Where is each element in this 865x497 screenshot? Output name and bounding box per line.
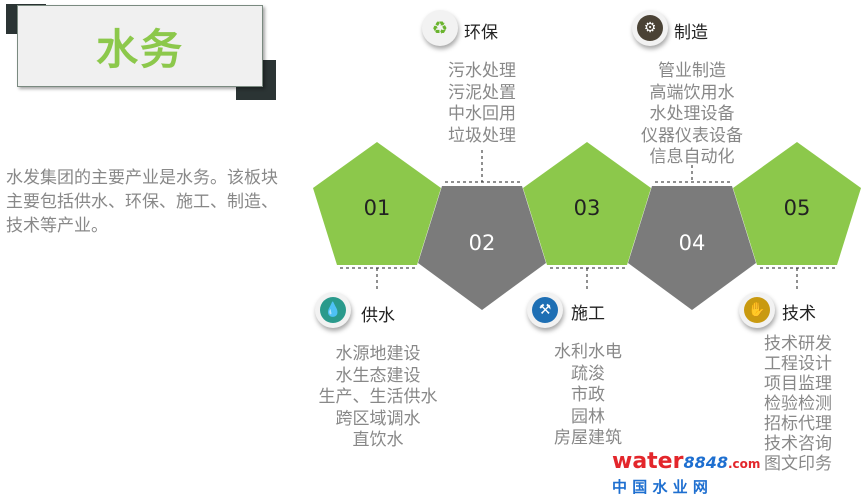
handshake-icon: ✋ bbox=[739, 292, 775, 328]
item-list-技术: 技术研发工程设计项目监理检验检测招标代理技术咨询图文印务 bbox=[728, 334, 865, 474]
pentagon-03 bbox=[523, 142, 651, 265]
item-list-供水: 水源地建设水生态建设生产、生活供水跨区域调水直饮水 bbox=[308, 344, 448, 452]
item-list-施工: 水利水电疏浚市政园林房屋建筑 bbox=[518, 342, 658, 450]
list-item: 房屋建筑 bbox=[554, 428, 622, 448]
watermark-brand: water bbox=[612, 449, 684, 474]
title-box: 水务 bbox=[17, 5, 263, 87]
pentagon-04 bbox=[628, 186, 756, 310]
list-item: 检验检测 bbox=[764, 394, 832, 414]
step-number: 03 bbox=[573, 196, 601, 220]
item-list-制造: 管业制造高端饮用水水处理设备仪器仪表设备信息自动化 bbox=[622, 61, 762, 169]
item-list-环保: 污水处理污泥处置中水回用垃圾处理 bbox=[412, 61, 552, 147]
step-number: 02 bbox=[468, 231, 496, 255]
category-label: 制造 bbox=[674, 23, 708, 43]
list-item: 工程设计 bbox=[764, 354, 832, 374]
list-item: 直饮水 bbox=[352, 430, 404, 450]
list-item: 水源地建设 bbox=[335, 344, 421, 364]
list-item: 水处理设备 bbox=[649, 104, 735, 124]
watermark-suffix: .com bbox=[728, 457, 761, 471]
list-item: 仪器仪表设备 bbox=[641, 125, 743, 146]
list-item: 项目监理 bbox=[764, 374, 832, 394]
list-item: 管业制造 bbox=[658, 61, 726, 81]
category-label: 供水 bbox=[361, 306, 395, 326]
watermark-digits: 8848 bbox=[683, 453, 728, 472]
category-label: 技术 bbox=[782, 304, 816, 324]
category-label: 施工 bbox=[571, 304, 605, 324]
watermark-cn: 中 国 水 业 网 bbox=[612, 478, 708, 496]
recycle-icon: ♻ bbox=[422, 10, 458, 46]
list-item: 污水处理 bbox=[448, 61, 516, 81]
gears-icon: ⚙ bbox=[632, 10, 668, 46]
list-item: 市政 bbox=[571, 385, 605, 405]
list-item: 水生态建设 bbox=[335, 365, 421, 386]
water-tap-icon: 💧 bbox=[315, 292, 351, 328]
list-item: 中水回用 bbox=[448, 104, 516, 124]
step-number: 04 bbox=[678, 231, 706, 255]
intro-text: 水发集团的主要产业是水务。该板块主要包括供水、环保、施工、制造、技术等产业。 bbox=[6, 168, 278, 236]
step-number: 05 bbox=[783, 196, 811, 220]
list-item: 垃圾处理 bbox=[448, 125, 516, 146]
step-number: 01 bbox=[363, 196, 391, 220]
list-item: 技术研发 bbox=[764, 334, 832, 354]
category-label: 环保 bbox=[464, 23, 498, 43]
pentagon-05 bbox=[733, 142, 861, 265]
list-item: 疏浚 bbox=[571, 363, 605, 384]
list-item: 生产、生活供水 bbox=[318, 387, 438, 407]
excavator-icon: ⚒ bbox=[527, 292, 563, 328]
list-item: 水利水电 bbox=[554, 342, 622, 362]
pentagon-02 bbox=[418, 186, 546, 310]
pentagon-01 bbox=[313, 142, 441, 265]
list-item: 跨区域调水 bbox=[335, 408, 421, 429]
list-item: 招标代理 bbox=[764, 414, 832, 434]
list-item: 园林 bbox=[571, 406, 605, 427]
list-item: 高端饮用水 bbox=[649, 82, 735, 103]
page-title: 水务 bbox=[95, 24, 184, 74]
list-item: 技术咨询 bbox=[764, 434, 832, 454]
list-item: 污泥处置 bbox=[448, 82, 516, 103]
list-item: 信息自动化 bbox=[649, 147, 735, 167]
list-item: 图文印务 bbox=[764, 454, 832, 474]
